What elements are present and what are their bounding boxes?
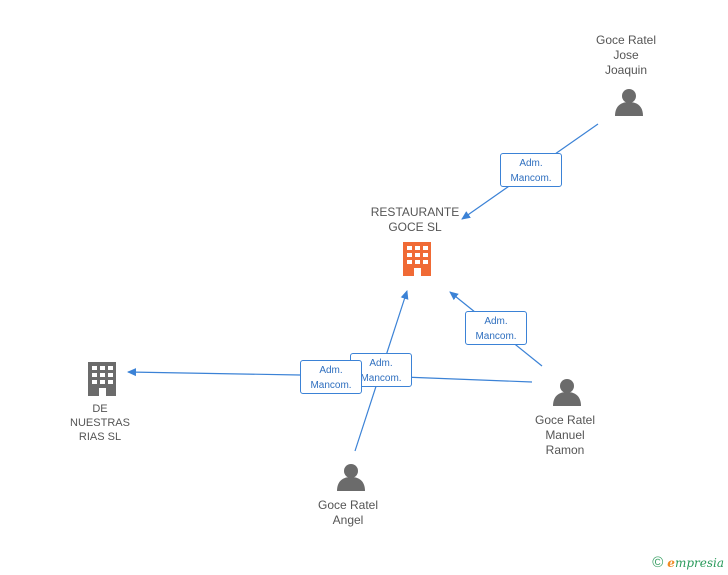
node-label-nuestras[interactable]: DE NUESTRAS RIAS SL bbox=[55, 402, 145, 444]
node-label-line: GOCE SL bbox=[388, 220, 442, 234]
edge-label-angel-restaurante[interactable]: Adm. Mancom. bbox=[350, 353, 412, 387]
node-label-line: DE bbox=[92, 403, 108, 415]
node-label-line: Goce Ratel bbox=[534, 413, 596, 427]
brand-logo: empresia bbox=[667, 556, 724, 570]
edge-label-line: Adm. bbox=[319, 365, 343, 376]
node-label-line: Goce Ratel bbox=[317, 498, 379, 512]
edge-label-line: Adm. bbox=[369, 358, 393, 369]
edge-label-line: Mancom. bbox=[510, 173, 552, 184]
node-label-line: Ramon bbox=[545, 443, 585, 457]
copyright-icon: © bbox=[652, 554, 664, 571]
node-label-line: Angel bbox=[332, 513, 364, 527]
node-label-angel[interactable]: Goce Ratel Angel bbox=[298, 498, 398, 528]
edge-label-line: Mancom. bbox=[310, 380, 352, 391]
building-icon-nuestras bbox=[88, 362, 116, 396]
brand-logo-e: e bbox=[667, 555, 675, 570]
edge-label-jose-restaurante[interactable]: Adm. Mancom. bbox=[500, 153, 562, 187]
node-label-jose[interactable]: Goce Ratel Jose Joaquin bbox=[576, 33, 676, 78]
node-label-line: RIAS SL bbox=[78, 431, 122, 443]
person-icon-manuel bbox=[553, 379, 581, 406]
node-label-line: Joaquin bbox=[604, 63, 648, 77]
node-label-line: Manuel bbox=[545, 428, 585, 442]
node-label-line: NUESTRAS bbox=[70, 417, 130, 429]
node-label-line: Jose bbox=[613, 48, 639, 62]
edge-label-line: Mancom. bbox=[360, 373, 402, 384]
edge-label-manuel-restaurante[interactable]: Adm. Mancom. bbox=[465, 311, 527, 345]
edge-label-angel-nuestras[interactable]: Adm. Mancom. bbox=[300, 360, 362, 394]
node-label-restaurante[interactable]: RESTAURANTE GOCE SL bbox=[355, 205, 475, 235]
person-icon-angel bbox=[337, 464, 365, 491]
node-label-manuel[interactable]: Goce Ratel Manuel Ramon bbox=[515, 413, 615, 458]
node-label-line: Goce Ratel bbox=[595, 33, 657, 47]
edge-label-line: Mancom. bbox=[475, 331, 517, 342]
footer-brand: © empresia bbox=[652, 554, 724, 571]
brand-logo-text: mpresia bbox=[674, 555, 724, 570]
building-icon-restaurante bbox=[403, 242, 431, 276]
person-icon-jose bbox=[615, 89, 643, 116]
edge-label-line: Adm. bbox=[484, 316, 508, 327]
edge-label-line: Adm. bbox=[519, 158, 543, 169]
edge-angel-to-nuestras bbox=[127, 368, 301, 377]
node-label-line: RESTAURANTE bbox=[370, 205, 460, 219]
